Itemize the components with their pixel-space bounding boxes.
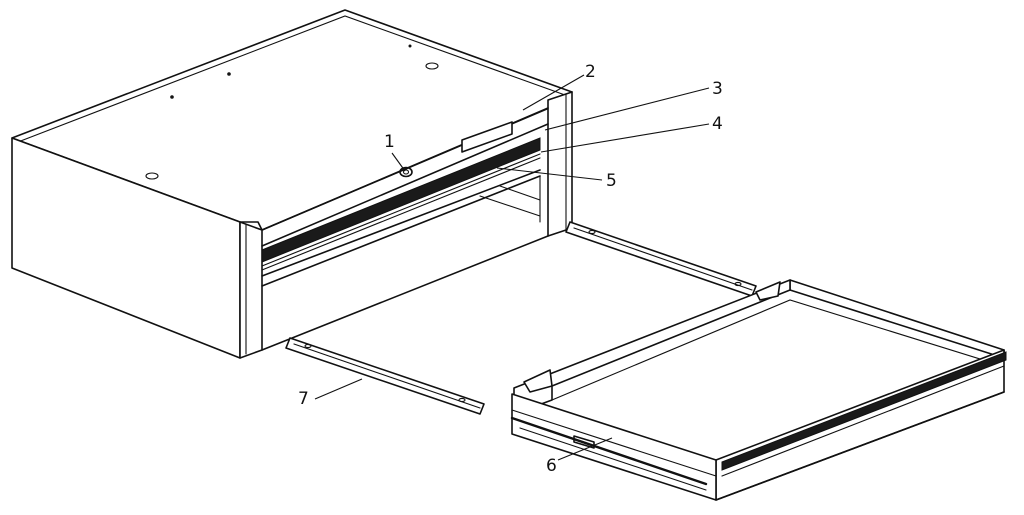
cabinet-front-pillar-left: [239, 221, 263, 359]
label-plate: [461, 121, 513, 153]
callout-label-5: 5: [606, 171, 617, 191]
callout-leader-4: [540, 123, 710, 153]
callout-leader-6: [557, 437, 613, 461]
lock-icon: [399, 166, 413, 178]
callout-leader-2: [522, 74, 585, 111]
callout-leader-3: [544, 87, 710, 131]
callout-label-2: 2: [585, 62, 596, 82]
callout-label-6: 6: [546, 456, 557, 476]
callout-label-4: 4: [712, 114, 723, 134]
cabinet: [11, 9, 573, 359]
callout-layer: 1 2 3 4 5 6 7: [298, 62, 723, 476]
callout-label-1: 1: [384, 132, 395, 152]
callout-leader-5: [496, 167, 603, 181]
drawer-back-wall: [789, 279, 1005, 359]
callout-leader-1: [391, 152, 406, 172]
mounting-hole-icon: [425, 62, 439, 70]
drawer-handle-icon: [573, 435, 595, 449]
callout-leader-7: [314, 378, 363, 400]
drawer-front-panel: [511, 393, 717, 501]
left-slide-rail: [285, 337, 485, 415]
mounting-hole-icon: [145, 172, 159, 180]
drawer-slide-channel: [261, 137, 541, 263]
right-slide-rail: [565, 221, 757, 297]
callout-label-7: 7: [298, 389, 309, 409]
drawer: [510, 279, 1007, 501]
cabinet-front-pillar-right: [547, 91, 573, 237]
drawer-left-wall: [513, 279, 791, 415]
callout-label-3: 3: [712, 79, 723, 99]
